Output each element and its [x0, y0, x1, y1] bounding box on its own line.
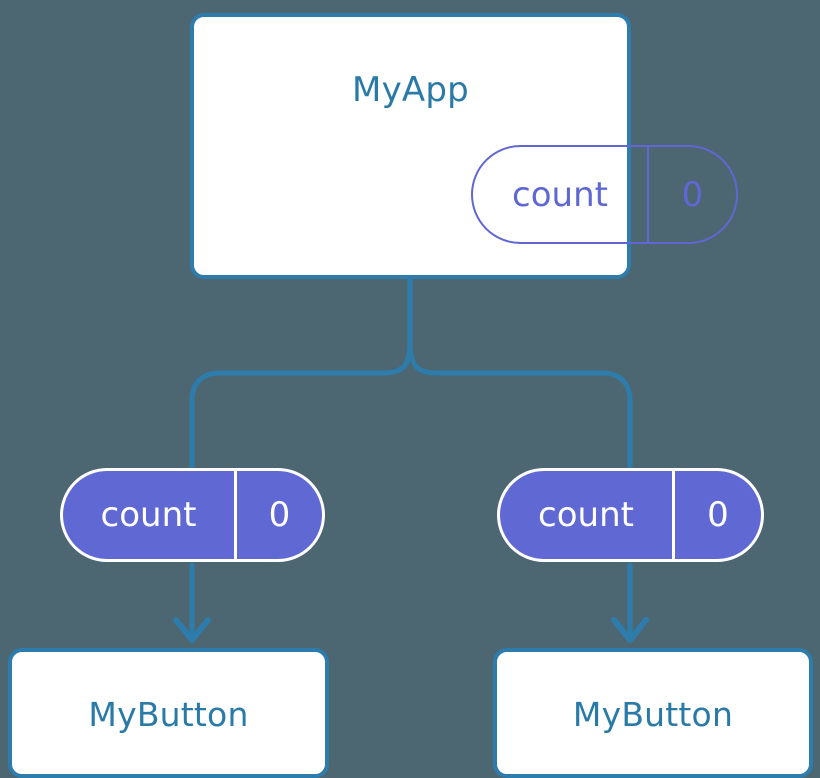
component-label-mybutton: MyButton: [88, 695, 249, 734]
component-node-myapp[interactable]: MyApp count 0: [190, 13, 738, 279]
state-value-label: 0: [268, 495, 291, 535]
component-label-myapp: MyApp: [352, 70, 469, 110]
connector-branch-path-left: [189, 337, 413, 469]
arrow-left-head-icon: [173, 617, 211, 643]
state-key-label: count: [500, 471, 675, 559]
state-pill-mybutton-left-count[interactable]: count 0: [60, 468, 325, 562]
state-key-label: count: [63, 471, 237, 559]
connector-branch-path: [407, 276, 633, 469]
arrow-right-head-icon: [611, 617, 649, 643]
state-value-label: 0: [681, 174, 704, 215]
component-label-mybutton: MyButton: [572, 695, 734, 734]
component-node-mybutton-right[interactable]: MyButton: [493, 648, 813, 778]
state-value-label: 0: [707, 495, 729, 535]
state-pill-myapp-count[interactable]: count 0: [471, 145, 738, 244]
state-pill-mybutton-right-count[interactable]: count 0: [497, 468, 764, 562]
component-node-mybutton-left[interactable]: MyButton: [8, 648, 329, 778]
state-key-label: count: [473, 147, 649, 242]
